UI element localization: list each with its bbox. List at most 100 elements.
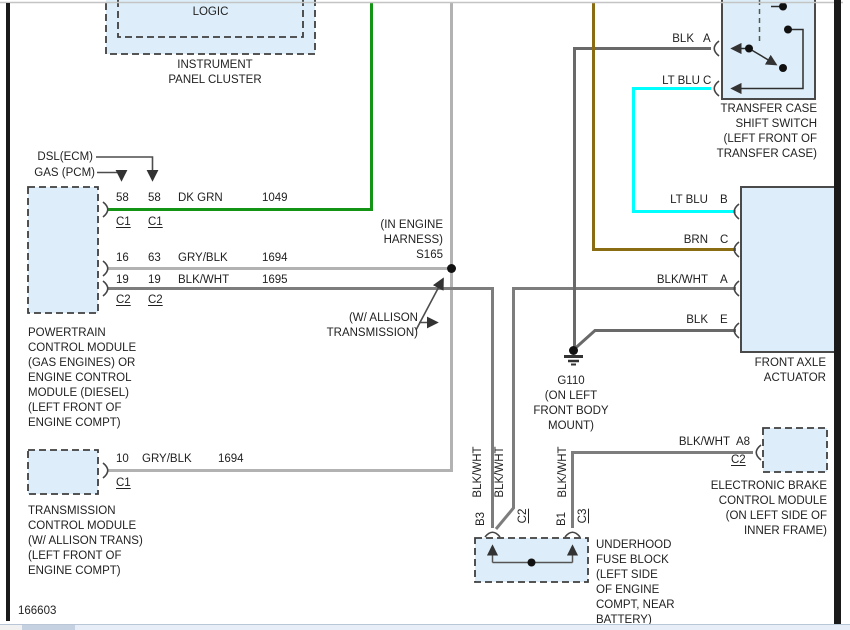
fuse-block-b3-connector-arc xyxy=(484,531,501,538)
switch-wire-a-pin-label: A xyxy=(703,33,711,45)
actuator-wire-e-color-label: BLK xyxy=(686,314,708,326)
actuator-pin-c-connector-arc xyxy=(733,241,740,258)
scrollbar-divider xyxy=(0,624,850,625)
pcm-conn1-b: C1 xyxy=(148,216,163,228)
ipc-logic-box xyxy=(117,0,304,38)
pcm-c2-connector-arc-2 xyxy=(102,280,109,297)
switch-contact-dot-mid xyxy=(784,25,792,34)
actuator-wire-a-color-label: BLK/WHT xyxy=(656,274,708,286)
wire-blk-wht-1695 xyxy=(108,287,494,528)
switch-wire-c-color-label: LT BLU xyxy=(662,75,700,87)
actuator-wire-e-pin-label: E xyxy=(720,314,728,326)
switch-wiper-arm xyxy=(748,47,778,66)
ground-dot xyxy=(569,346,578,355)
wires xyxy=(108,3,753,530)
pcm-row1-pin-a: 58 xyxy=(116,192,129,204)
gas-pcm-label: GAS (PCM) xyxy=(34,167,95,179)
diagram-number: 166603 xyxy=(18,605,57,617)
actuator-wire-b-color-label: LT BLU xyxy=(670,194,708,206)
fuse-conn-c3-label: C3 xyxy=(577,508,589,524)
switch-internals xyxy=(730,0,804,95)
fuse-wire1-color-label: BLK/WHT xyxy=(472,446,484,498)
switch-contact-to-pin-c-path xyxy=(730,28,804,95)
transfer-case-caption: TRANSFER CASE SHIFT SWITCH (LEFT FRONT O… xyxy=(716,103,817,160)
connector-symbols xyxy=(102,40,762,538)
switch-pin-c-connector-arc xyxy=(713,80,720,97)
electronic-brake-control-module-box xyxy=(762,427,828,473)
pcm-conn2-a: C2 xyxy=(116,294,131,306)
tcm-c1-connector-arc xyxy=(102,462,109,479)
gas-pcm-pointer-arrow xyxy=(97,169,128,182)
fuse-conn-c2-label: C2 xyxy=(517,508,529,524)
pcm-row2-wire-color: GRY/BLK xyxy=(178,252,228,264)
actuator-wire-c-pin-label: C xyxy=(720,234,729,246)
pcm-row1-pin-b: 58 xyxy=(148,192,161,204)
tcm-caption: TRANSMISSION CONTROL MODULE (W/ ALLISON … xyxy=(28,505,143,577)
ebcm-pin-a8-connector-arc xyxy=(755,444,762,461)
fuse-block-caption: UNDERHOOD FUSE BLOCK (LEFT SIDE OF ENGIN… xyxy=(596,539,675,626)
wire-blk-wht-actuator-a xyxy=(494,287,736,530)
ebcm-conn-label: C2 xyxy=(731,454,746,466)
actuator-caption: FRONT AXLE ACTUATOR xyxy=(754,357,826,384)
tcm-row-circuit: 1694 xyxy=(218,453,244,465)
wire-blk-actuator-e xyxy=(574,329,736,350)
wire-dk-grn-1049 xyxy=(108,3,373,211)
powertrain-control-module-box xyxy=(27,186,99,314)
actuator-wire-c-color-label: BRN xyxy=(683,234,708,246)
wire-blk-wht-ebcm-a8 xyxy=(571,451,753,528)
pcm-conn1-a: C1 xyxy=(116,216,131,228)
frame-right-bar xyxy=(834,0,841,624)
fuse-pin-b1-label: B1 xyxy=(556,511,568,527)
pcm-c1-connector-arc xyxy=(102,201,109,218)
tcm-row-pin: 10 xyxy=(116,453,129,465)
fuse-block-bus-junction-dot xyxy=(527,558,536,567)
fuse-block-internals xyxy=(486,544,579,567)
actuator-wire-a-pin-label: A xyxy=(720,274,728,286)
dsl-ecm-label: DSL(ECM) xyxy=(37,151,93,163)
fuse-block-b1-connector-arc xyxy=(564,531,581,538)
annotation-arrows xyxy=(96,156,444,331)
pcm-row3-pin-a: 19 xyxy=(116,274,129,286)
transfer-case-shift-switch-box xyxy=(721,0,816,100)
actuator-pin-a-connector-arc xyxy=(733,280,740,297)
ebcm-wire-color-label: BLK/WHT xyxy=(678,436,730,448)
horizontal-scrollbar-track[interactable] xyxy=(0,625,850,630)
fuse-wire2-color-label: BLK/WHT xyxy=(494,446,506,498)
switch-wire-a-color-label: BLK xyxy=(672,33,694,45)
allison-transmission-note: (W/ ALLISON TRANSMISSION) xyxy=(326,312,418,339)
pcm-row1-circuit: 1049 xyxy=(262,192,288,204)
scrollbar-corner xyxy=(0,625,22,630)
horizontal-scrollbar-thumb[interactable] xyxy=(22,625,75,630)
frame-left-bar xyxy=(6,3,10,621)
tcm-row-wire-color: GRY/BLK xyxy=(142,453,192,465)
pcm-row1-wire-color: DK GRN xyxy=(178,192,223,204)
wire-lt-blu xyxy=(632,87,736,213)
switch-pin-a-connector-arc xyxy=(713,40,720,57)
front-axle-actuator-box xyxy=(740,186,837,353)
pcm-caption: POWERTRAIN CONTROL MODULE (GAS ENGINES) … xyxy=(28,327,137,429)
ipc-logic-label: LOGIC xyxy=(192,6,229,18)
wire-brn-actuator-c xyxy=(592,3,736,251)
pcm-conn2-b: C2 xyxy=(148,294,163,306)
dsl-ecm-pointer-arrow xyxy=(96,156,159,182)
actuator-pin-b-connector-arc xyxy=(733,203,740,220)
ebcm-caption: ELECTRONIC BRAKE CONTROL MODULE (ON LEFT… xyxy=(710,480,827,537)
splice-s165-label: (IN ENGINE HARNESS) S165 xyxy=(380,219,443,261)
pcm-row3-wire-color: BLK/WHT xyxy=(178,274,230,286)
ground-g110-caption: G110 (ON LEFT FRONT BODY MOUNT) xyxy=(533,375,609,432)
actuator-pin-e-connector-arc xyxy=(733,322,740,339)
fuse-pin-b3-label: B3 xyxy=(475,511,487,527)
actuator-wire-b-pin-label: B xyxy=(720,194,728,206)
ipc-caption: INSTRUMENT PANEL CLUSTER xyxy=(168,59,262,86)
pcm-c2-connector-arc-1 xyxy=(102,260,109,277)
ebcm-wire-pin-label: A8 xyxy=(736,436,751,448)
tcm-conn: C1 xyxy=(116,477,131,489)
splice-s165-dot xyxy=(447,264,456,273)
transmission-control-module-box xyxy=(27,449,99,495)
pcm-row2-pin-b: 63 xyxy=(148,252,161,264)
switch-contact-dot-low xyxy=(779,64,787,72)
pcm-row3-circuit: 1695 xyxy=(262,274,288,286)
switch-wire-c-pin-label: C xyxy=(703,75,712,87)
pcm-row2-pin-a: 16 xyxy=(116,252,129,264)
